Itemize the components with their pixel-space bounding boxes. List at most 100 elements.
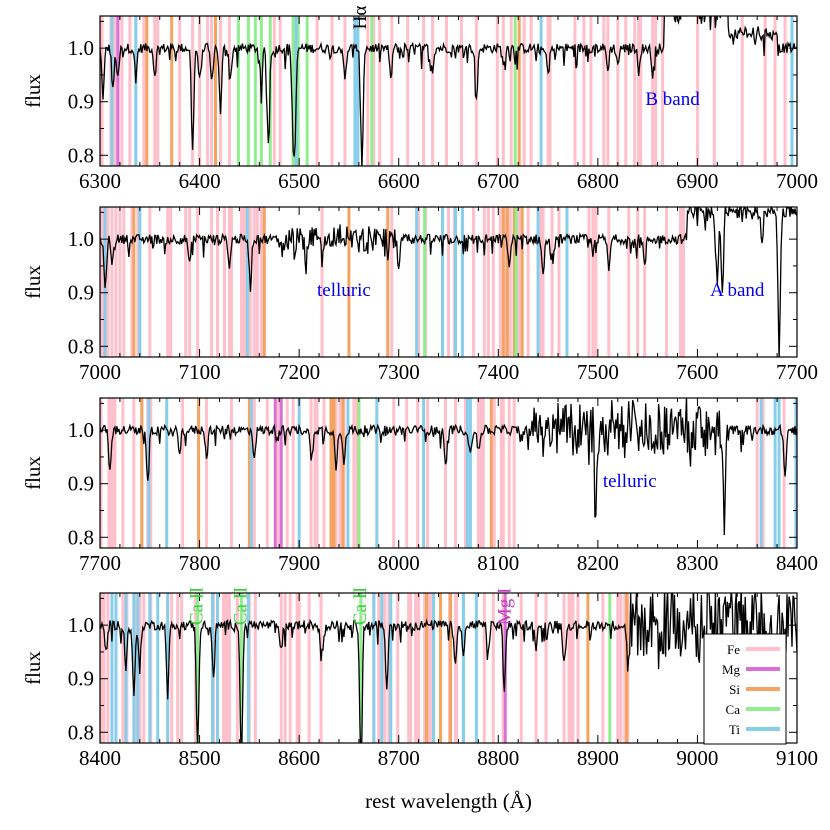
line-marker-fe [153,16,157,166]
line-marker-fe [582,16,586,166]
line-marker-ti [415,207,419,357]
y-tick-label: 1.0 [68,227,94,251]
line-marker-ti [246,593,250,743]
line-marker-fe [503,207,507,357]
line-marker-ti [422,398,426,548]
line-marker-ca [296,16,300,166]
line-marker-fe [227,593,231,743]
line-marker-ti [375,398,379,548]
line-marker-si [347,207,351,357]
line-marker-si [489,398,493,548]
line-marker-fe [134,593,138,743]
line-marker-ti [165,398,169,548]
line-marker-ti [453,207,457,357]
line-marker-fe [459,16,463,166]
line-marker-fe [170,593,174,743]
line-marker-ca [239,593,243,743]
x-tick-label: 8600 [278,746,320,770]
line-marker-fe [405,398,409,548]
line-marker-fe [639,16,643,166]
panel-frame [99,397,798,549]
line-marker-ti [346,398,350,548]
line-marker-fe [291,398,295,548]
line-marker-ca [253,16,257,166]
line-marker-ca [236,16,240,166]
line-marker-fe [548,16,552,166]
x-tick-label: 7500 [577,360,619,384]
x-tick-label: 6400 [179,169,221,193]
line-marker-fe [142,16,146,166]
annotation-label: A band [710,280,765,301]
line-marker-fe [607,207,611,357]
line-marker-fe [541,207,545,357]
line-marker-fe [224,593,228,743]
line-marker-fe [315,16,319,166]
annotation-label: telluric [603,471,657,492]
line-marker-fe [529,16,533,166]
line-marker-fe [422,16,426,166]
panel-plot-area [100,593,797,743]
line-marker-fe [571,593,575,743]
line-marker-mg [273,398,277,548]
line-marker-fe [295,593,299,743]
spectrum-line [100,16,797,166]
line-marker-fe [297,593,301,743]
line-marker-fe [550,207,554,357]
line-marker-fe [522,16,526,166]
line-marker-ti [794,398,797,548]
line-marker-fe [406,16,410,166]
line-marker-fe [601,593,605,743]
line-marker-fe [637,16,641,166]
line-marker-fe [539,207,543,357]
line-marker-fe [338,398,342,548]
line-marker-si [145,16,149,166]
line-marker-fe [783,16,787,166]
line-marker-si [439,593,443,743]
line-marker-fe [390,207,394,357]
line-marker-fe [624,16,628,166]
line-marker-ca [196,593,200,743]
line-marker-fe [378,16,382,166]
line-marker-fe [526,207,530,357]
panel-plot-area [100,398,797,548]
line-marker-ti [465,398,469,548]
line-marker-ca [359,593,363,743]
line-marker-fe [534,593,538,743]
y-axis-label: flux [21,651,45,685]
x-tick-label: 7000 [79,360,121,384]
line-marker-fe [594,207,598,357]
x-tick-label: 6500 [278,169,320,193]
x-tick-label: 6800 [577,169,619,193]
x-tick-label: 7900 [278,551,320,575]
line-marker-fe [366,16,370,166]
y-axis-label: flux [21,456,45,490]
x-tick-label: 8000 [378,551,420,575]
line-marker-fe [587,207,591,357]
line-marker-ti [114,593,118,743]
line-marker-fe [377,593,381,743]
line-marker-fe [392,398,396,548]
line-marker-fe [447,207,450,357]
line-marker-fe [196,207,200,357]
line-marker-ti [389,593,393,743]
x-tick-label: 9100 [776,746,818,770]
line-marker-fe [773,16,777,166]
line-marker-fe [184,207,188,357]
line-marker-ti [380,593,384,743]
line-marker-fe [643,207,647,357]
line-marker-si [197,398,201,548]
line-marker-fe [307,593,311,743]
line-marker-ti [539,16,543,166]
line-marker-si [517,16,521,166]
x-tick-label: 9000 [676,746,718,770]
line-marker-ca [291,16,295,166]
y-tick-label: 0.9 [68,472,94,496]
line-marker-fe [106,593,110,743]
legend-label: Ca [726,702,741,717]
annotation-label: Ca II [187,587,208,626]
line-marker-fe [471,207,475,357]
line-marker-si [625,593,629,743]
